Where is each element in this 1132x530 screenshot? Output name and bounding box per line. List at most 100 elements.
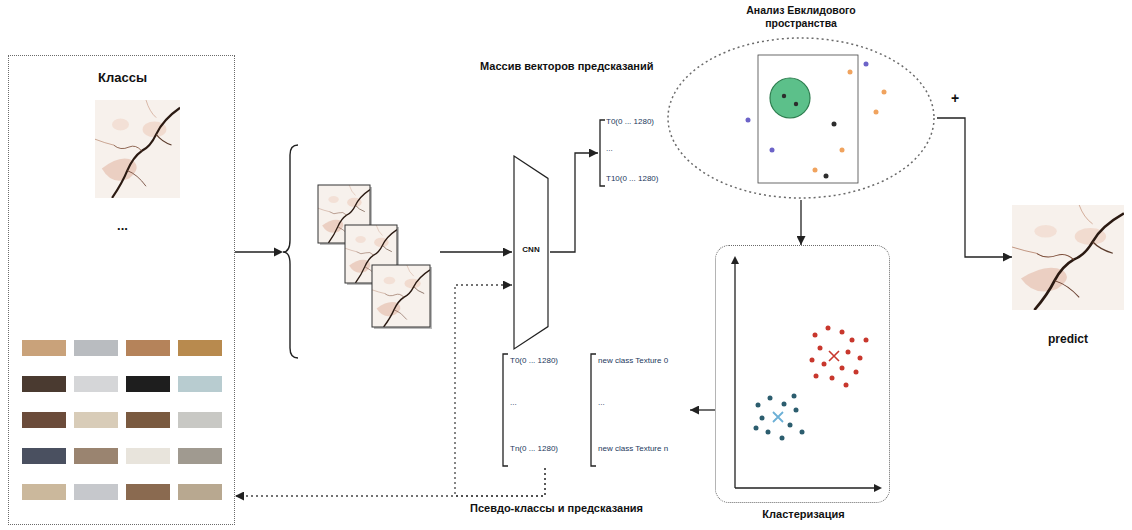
ellipsis: ... <box>9 218 236 234</box>
texture-tile <box>178 376 222 392</box>
ellipsis: ... <box>598 398 605 408</box>
vector-label: T0(0 ... 1280) <box>510 356 558 366</box>
edge-label: + <box>951 90 959 107</box>
flow-arrow <box>937 118 1012 257</box>
cluster-point <box>766 430 771 435</box>
class-label: new class Texture 0 <box>598 356 668 366</box>
texture-tile <box>126 376 170 392</box>
cluster-point <box>822 362 827 367</box>
cluster-point <box>813 333 818 338</box>
texture-tile <box>74 448 118 464</box>
scatter-point <box>746 118 751 123</box>
axis-arrow <box>731 256 739 264</box>
region-ellipse <box>665 0 937 200</box>
cluster-point <box>792 394 797 399</box>
vector-label: Tn(0 ... 1280) <box>510 444 558 454</box>
scatter-point <box>824 174 829 179</box>
scatter-point <box>864 62 869 67</box>
cluster-point <box>788 423 793 428</box>
texture-tile <box>22 448 66 464</box>
region-outline <box>668 38 934 198</box>
texture-tile <box>22 484 66 500</box>
flow-arrow <box>800 200 801 245</box>
panel-title: Классы <box>9 70 236 86</box>
block-label: CNN <box>512 245 550 255</box>
cluster-point <box>840 330 845 335</box>
vector-array: Массив векторов предсказанийT0(0 ... 128… <box>598 118 698 188</box>
cluster-point <box>794 408 799 413</box>
cluster-point <box>760 416 765 421</box>
scatter-point <box>770 148 775 153</box>
predicted-texture-image <box>1012 205 1124 310</box>
scatter-point <box>874 110 879 115</box>
crop-frame <box>372 265 430 327</box>
scatter-point <box>840 148 845 153</box>
ellipsis: ... <box>606 144 613 154</box>
ellipsis: ... <box>510 398 517 408</box>
texture-tile <box>178 340 222 356</box>
array-bracket <box>503 354 508 466</box>
panel-caption: Кластеризация <box>716 508 891 521</box>
cluster-point <box>756 403 761 408</box>
marble-texture <box>95 100 180 198</box>
clustering-panel: Кластеризация <box>715 245 890 503</box>
flow-arrow <box>690 409 715 410</box>
texture-tile <box>74 412 118 428</box>
cluster-point <box>840 366 845 371</box>
scatter-point <box>832 122 837 127</box>
vector-label: T0(0 ... 1280) <box>606 117 654 127</box>
region-title: Анализ Евклидового пространства <box>711 4 891 29</box>
edge-label: Псевдо-классы и предсказания <box>470 502 643 515</box>
cluster-point <box>780 436 785 441</box>
texture-tile <box>178 448 222 464</box>
scatter-point <box>813 168 818 173</box>
cluster-point <box>844 383 849 388</box>
flow-arrow <box>550 153 598 252</box>
cluster-centroid <box>773 412 783 422</box>
axis-arrow <box>874 484 882 492</box>
cluster-point <box>818 346 823 351</box>
scatter-point <box>782 94 786 98</box>
cluster-point <box>850 338 855 343</box>
class-label: new class Texture n <box>598 444 668 454</box>
flow-arrow <box>235 251 512 252</box>
cluster-point <box>846 350 851 355</box>
texture-tile <box>126 412 170 428</box>
analysis-region: Анализ Евклидового пространства <box>665 0 937 200</box>
texture-tile <box>22 340 66 356</box>
array-bracket <box>591 354 596 466</box>
pseudo-class-array: T0(0 ... 1280)... Tn(0 ... 1280) new class… <box>500 352 690 468</box>
texture-tile <box>74 484 118 500</box>
cluster-point <box>810 358 815 363</box>
cluster-point <box>754 426 759 431</box>
texture-crop <box>372 265 430 327</box>
vector-label: T10(0 ... 1280) <box>606 174 658 184</box>
array-bracket <box>600 120 605 186</box>
texture-tile <box>126 484 170 500</box>
scatter-point <box>848 70 853 75</box>
texture-tile <box>178 484 222 500</box>
curly-brace <box>283 145 298 358</box>
cluster-point <box>814 374 819 379</box>
neighbour-circle <box>770 78 810 118</box>
texture-tiles <box>22 340 222 500</box>
cnn-block: CNN <box>512 155 550 350</box>
feedback-arrow <box>235 468 545 496</box>
texture-tile <box>74 376 118 392</box>
cluster-centroid <box>829 351 839 361</box>
cluster-point <box>864 338 869 343</box>
texture-tile <box>74 340 118 356</box>
cluster-point <box>826 326 831 331</box>
cluster-red <box>810 326 869 388</box>
cluster-point <box>782 402 787 407</box>
cluster-point <box>768 396 773 401</box>
texture-tile <box>22 412 66 428</box>
cluster-point <box>800 430 805 435</box>
array-heading: Массив векторов предсказаний <box>480 60 654 73</box>
texture-tile <box>178 412 222 428</box>
cluster-point <box>830 376 835 381</box>
cluster-point <box>858 356 863 361</box>
output-label: predict <box>1012 332 1124 346</box>
